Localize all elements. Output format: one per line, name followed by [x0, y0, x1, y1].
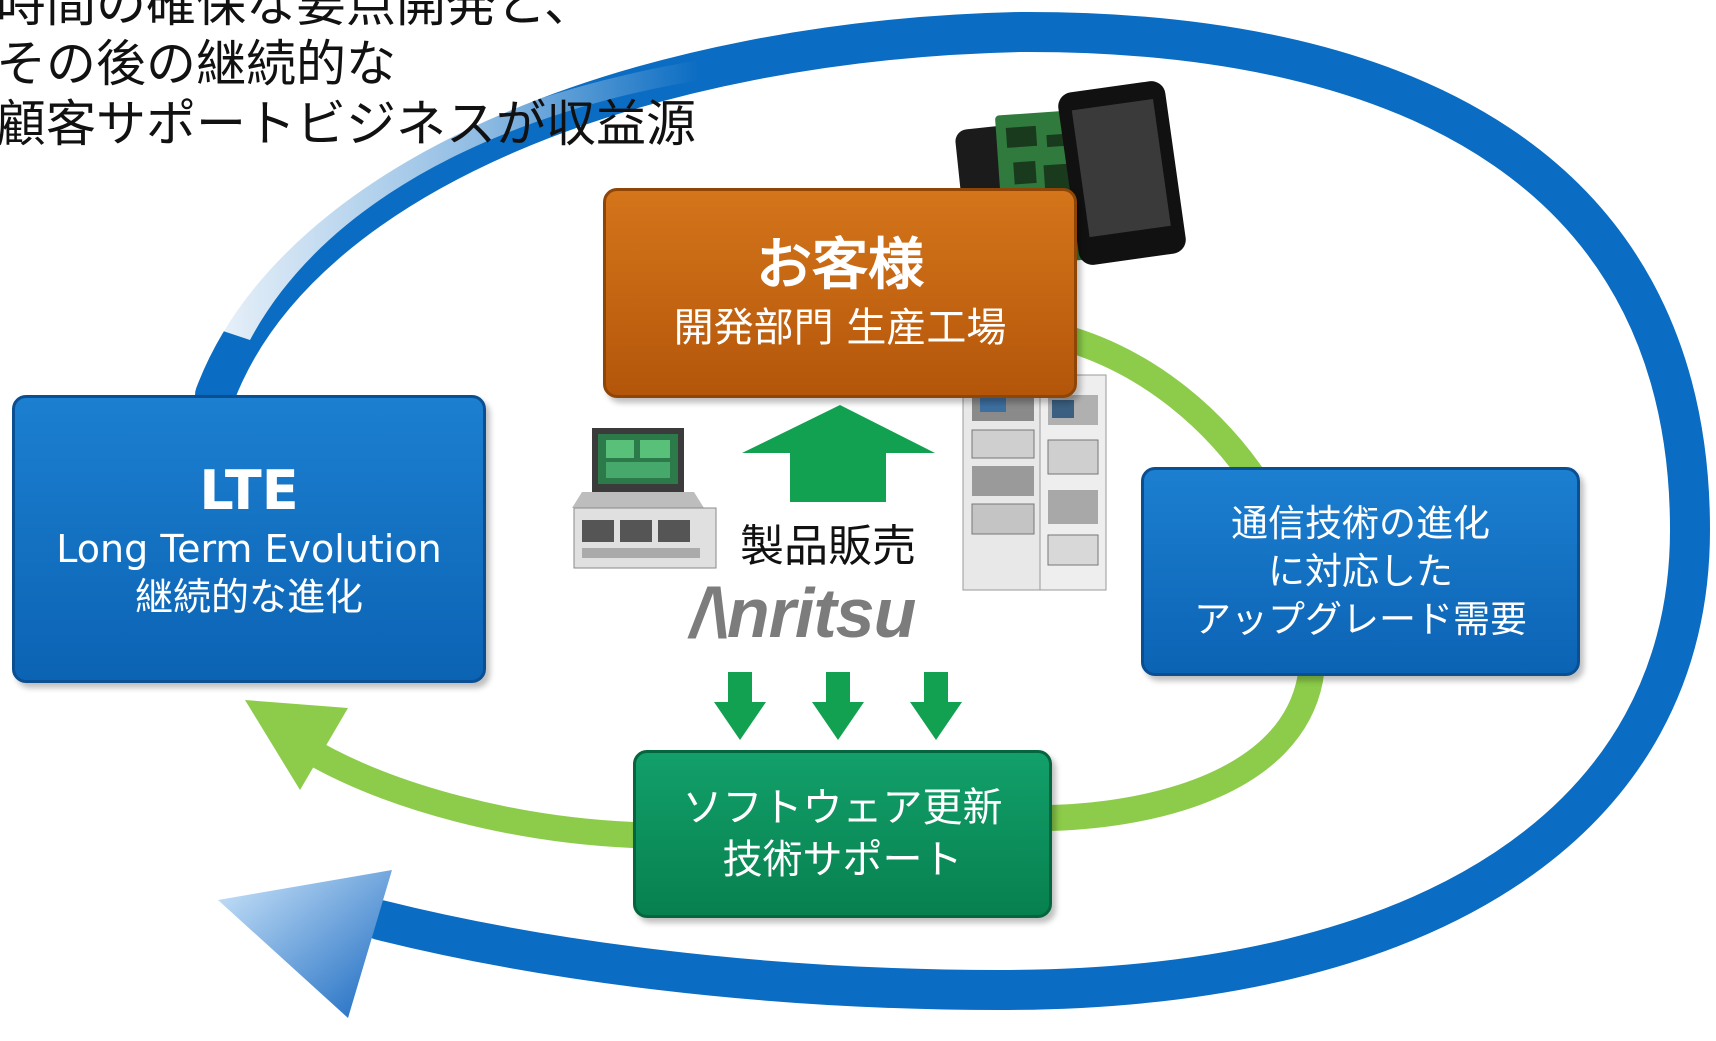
customer-subtitle: 開発部門 生産工場 [673, 305, 1007, 351]
laptop-tester-image [572, 428, 717, 569]
outer-cycle-arrowhead [218, 870, 392, 1018]
customer-box: お客様 開発部門 生産工場 [603, 188, 1077, 398]
customer-title: お客様 [756, 233, 924, 298]
intro-line-1: 時間の確保な要点開発と、 [0, 0, 594, 33]
lte-line-2: 継続的な進化 [134, 575, 363, 619]
lte-title: LTE [199, 459, 299, 522]
down-arrow-icon [714, 672, 962, 740]
upgrade-line-2: に対応した [1268, 549, 1453, 593]
intro-text: 時間の確保な要点開発と、 その後の継続的な 顧客サポートビジネスが収益源 [0, 0, 696, 154]
lte-box: LTE Long Term Evolution 継続的な進化 [12, 395, 486, 683]
software-line-1: ソフトウェア更新 [682, 785, 1003, 831]
upgrade-demand-box: 通信技術の進化 に対応した アップグレード需要 [1141, 467, 1580, 676]
inner-cycle-path-left [287, 732, 646, 848]
inner-cycle-arrowhead [245, 700, 348, 790]
software-support-box: ソフトウェア更新 技術サポート [633, 750, 1052, 918]
test-rack-image [962, 369, 1107, 591]
lte-line-1: Long Term Evolution [56, 527, 442, 571]
outer-cycle-fade [220, 60, 700, 340]
upgrade-line-1: 通信技術の進化 [1231, 501, 1490, 545]
intro-line-3: 顧客サポートビジネスが収益源 [0, 95, 696, 153]
product-sales-label: 製品販売 [740, 521, 916, 572]
software-line-2: 技術サポート [722, 837, 963, 883]
upgrade-line-3: アップグレード需要 [1194, 597, 1527, 641]
phone-pcb-image [955, 81, 1186, 281]
anritsu-logo: /\nritsu [690, 574, 916, 652]
intro-line-2: その後の継続的な [0, 35, 396, 93]
up-arrow-icon [742, 405, 935, 502]
